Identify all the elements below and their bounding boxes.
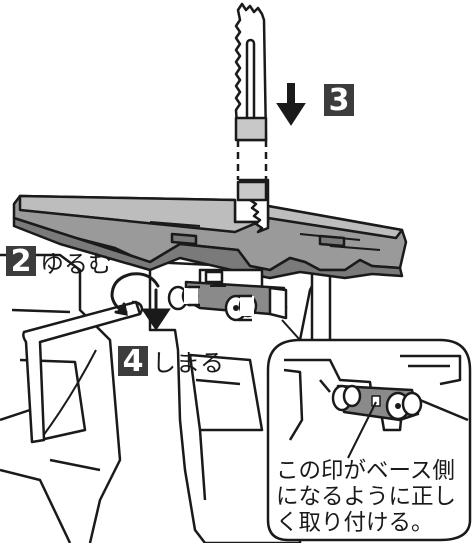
step-badge-4: 4 しまる [118,344,224,379]
base-plate [12,194,408,280]
hex-wrench [22,300,144,444]
step-badge-3: 3 [324,83,354,118]
callout-line-2: になるように正し [276,484,456,510]
step-label-loosen: ゆるむ [40,250,112,278]
detail-callout: この印がベース側 になるように正し く取り付ける。 [266,319,472,542]
housing-left [0,253,122,543]
callout-line-3: く取り付ける。 [276,510,434,536]
step-number: 3 [329,83,350,118]
tighten-arrow-icon [141,288,171,331]
callout-line-1: この印がベース側 [276,458,455,484]
down-arrow-icon [276,83,306,126]
clamp-screw-right [224,294,258,322]
clamp-screw-left [167,285,200,311]
step-badge-2: 2 ゆるむ [6,244,112,279]
step-number: 2 [11,244,32,279]
rotate-arrow-icon [110,272,160,316]
step-label-tighten: しまる [152,349,224,377]
saw-blade [234,2,270,234]
step-number: 4 [123,344,144,379]
